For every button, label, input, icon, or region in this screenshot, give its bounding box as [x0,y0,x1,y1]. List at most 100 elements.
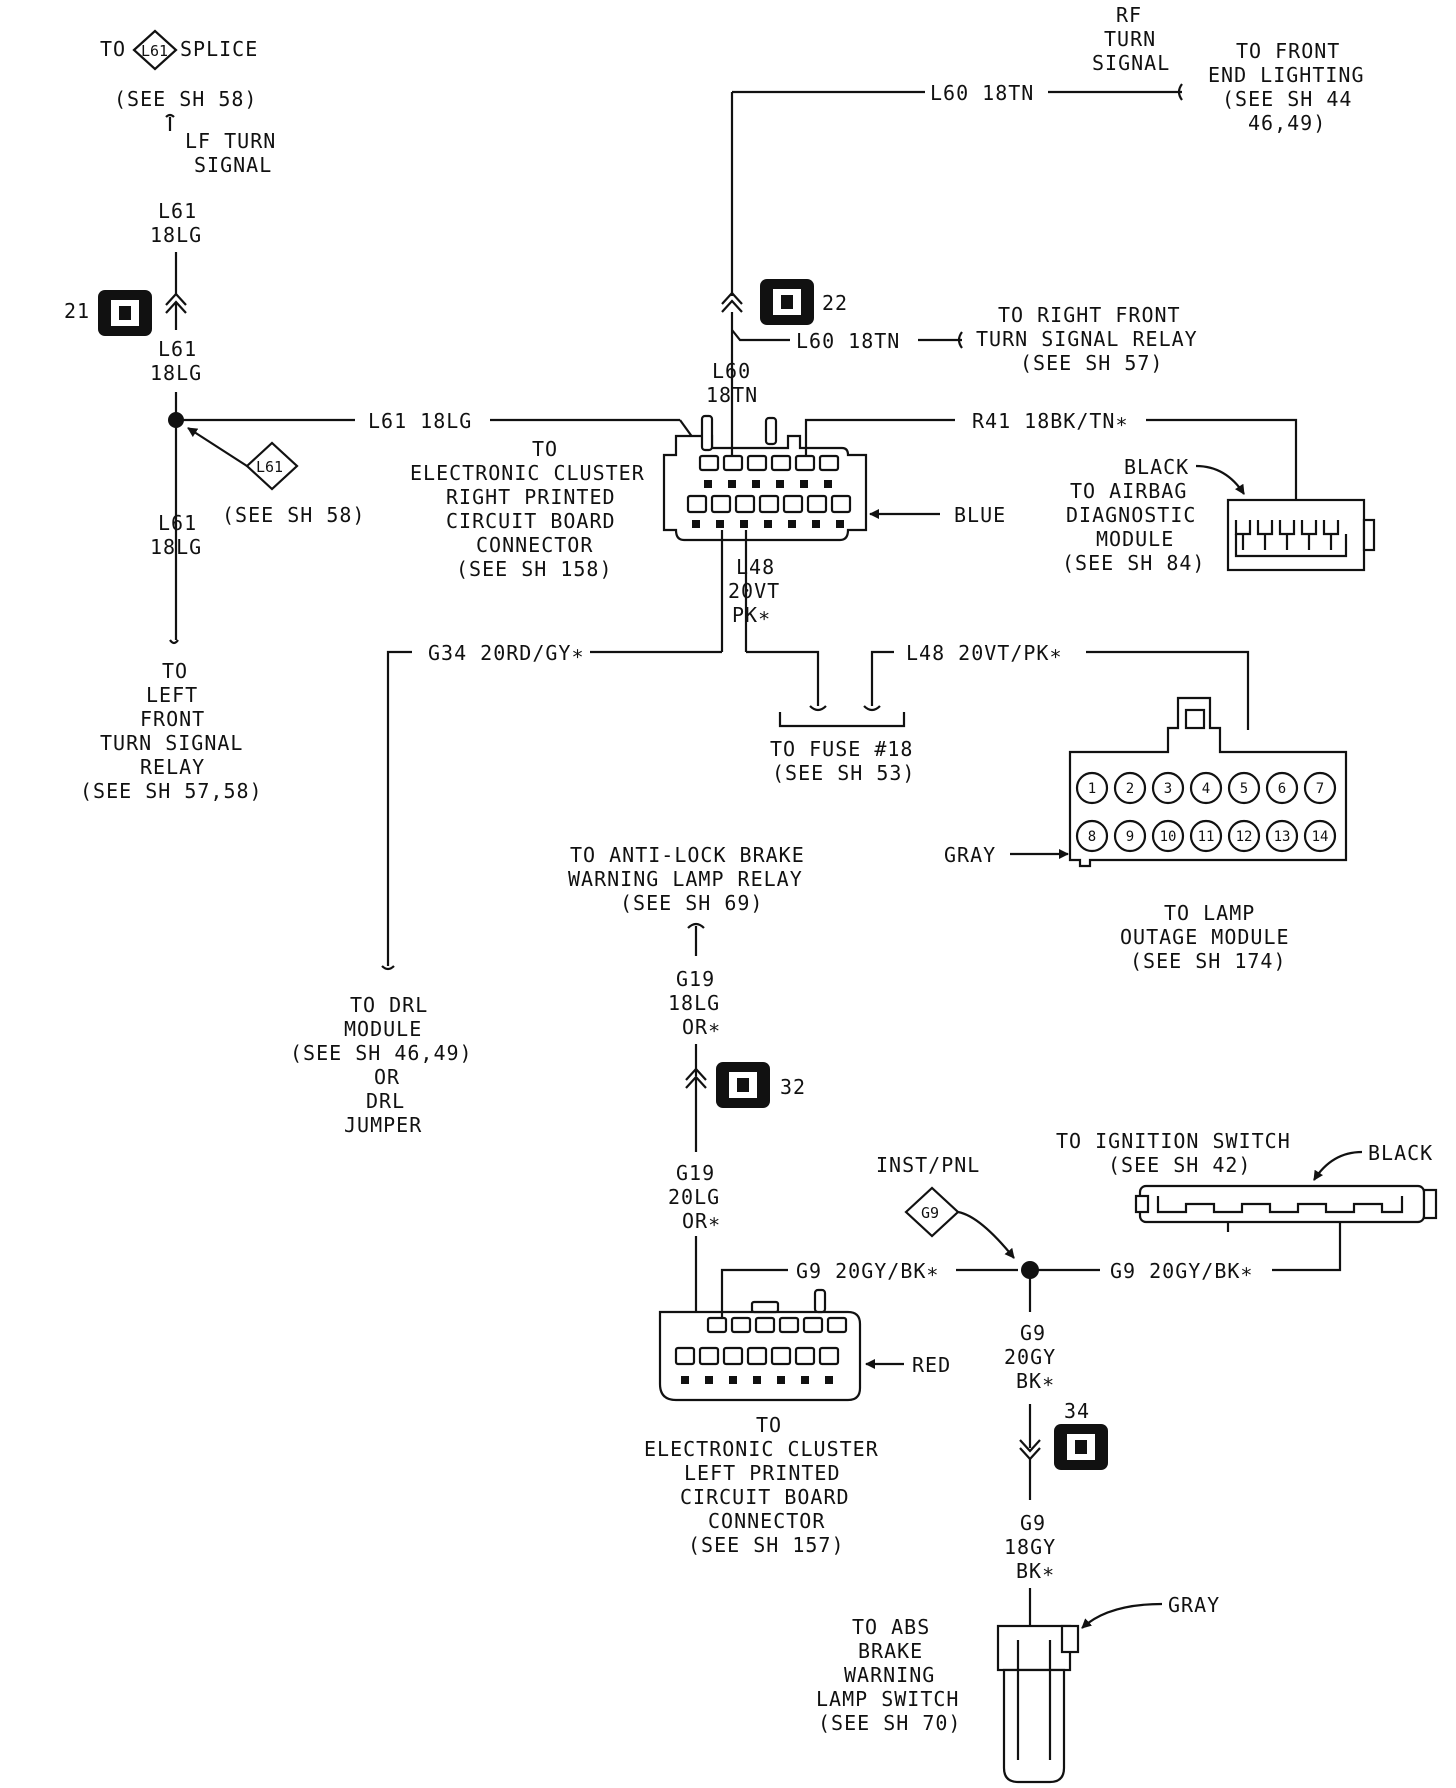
wire-l60-branch [731,329,790,342]
left-cluster-line-4: CIRCUIT BOARD [680,1485,850,1509]
front-lighting-wire-label: L60 18TN [930,81,1034,105]
lamp-pin-circle [1265,819,1299,853]
front-line-1: TO FRONT [1236,39,1340,63]
wire-l48-to-fuse-b [870,650,894,706]
abs-switch-connector-icon [996,1624,1080,1784]
left-cluster-line-1: TO [756,1413,782,1437]
relay-line-4: TURN SIGNAL [100,731,243,755]
g9-splice-diamond-label: G9 [921,1204,939,1222]
rf-relay-line-3: (SEE SH 57) [1020,351,1163,375]
airbag-line-1: BLACK [1124,455,1189,479]
left-cluster-pin-terminal [825,1376,833,1384]
right-cluster-line-1: TO [532,437,558,461]
relay-line-3: FRONT [140,707,205,731]
left-cluster-pin-terminal [729,1376,737,1384]
left-cluster-pin-terminal [801,1376,809,1384]
abs-relay-line-2: WARNING LAMP RELAY [568,867,803,891]
g9-b-label-1: G9 [1020,1511,1046,1535]
drl-line-2: MODULE [344,1017,422,1041]
abs-switch-line-4: LAMP SWITCH [816,1687,959,1711]
fuse-line-2: (SEE SH 53) [772,761,915,785]
lamp-pin-label: 2 [1126,781,1134,797]
left-cluster-top-pin [706,1316,728,1334]
left-cluster-line-2: ELECTRONIC CLUSTER [644,1437,879,1461]
g19-label-1: G19 [676,967,715,991]
right-cluster-bottom-pins [686,494,852,528]
drl-line-1: TO DRL [350,993,428,1017]
wire-l61-label: L61 18LG [368,409,472,433]
abs-switch-line-3: WARNING [844,1663,935,1687]
g34-section: G34 20RD/GY∗ TO DRL MODULE (SEE SH 46,49… [290,641,722,1137]
wire-g9-to-ignition [1272,1222,1342,1272]
wire-break-icon [165,113,175,131]
connector-32-chevron-icon [685,1067,707,1089]
lamp-pin-circle [1303,771,1337,805]
lamp-pin-label: 7 [1316,781,1324,797]
lamp-pin-circle [1151,819,1185,853]
fuse-break-icon-b [863,705,881,712]
left-cluster-bottom-pin [794,1346,816,1366]
left-cluster-top-pin [730,1316,752,1334]
abs-switch-section: GRAY TO ABS BRAKE WARNING LAMP SWITCH (S… [816,1593,1219,1784]
fuse-line-1: TO FUSE #18 [770,737,913,761]
splice-arrow [187,427,248,467]
rf-relay-line-2: TURN SIGNAL RELAY [976,327,1198,351]
right-cluster-line-2: ELECTRONIC CLUSTER [410,461,645,485]
lf-turn-signal-section: TO L61 SPLICE (SEE SH 58) LF TURN SIGNAL… [64,29,365,803]
wire-r41-to-pin [804,418,955,456]
airbag-black-arrow [1195,464,1245,495]
drl-line-3: (SEE SH 46,49) [290,1041,473,1065]
right-cluster-line-5: CONNECTOR [476,533,593,557]
wire-l48-label-2: 20VT [728,579,780,603]
l61-diamond-ref: (SEE SH 58) [222,503,365,527]
left-cluster-bottom-pin [722,1346,744,1366]
lf-turn-line-2: SIGNAL [194,153,272,177]
wire-label-top-1: L61 [158,199,197,223]
abs-switch-gray-arrow [1081,1602,1163,1629]
left-cluster-bottom-pin [698,1346,720,1366]
front-line-3: (SEE SH 44 [1222,87,1352,111]
left-cluster-top-pin [826,1316,848,1334]
wire-label-mid-2: 18LG [150,361,202,385]
r41-wire-label: R41 18BK/TN∗ [972,409,1129,433]
g9-a-label-2: 20GY [1004,1345,1056,1369]
lamp-outage-color: GRAY [944,843,996,867]
left-cluster-top-pin [802,1316,824,1334]
lamp-line-3: (SEE SH 174) [1130,949,1287,973]
lamp-pin-circle [1075,771,1109,805]
lamp-pin-circle [1113,771,1147,805]
lamp-pin-circle [1151,771,1185,805]
lamp-line-2: OUTAGE MODULE [1120,925,1290,949]
left-cluster-line-5: CONNECTOR [708,1509,825,1533]
rf-line-1: RF [1116,3,1142,27]
connector-22-section: 22 L60 18TN TO RIGHT FRONT TURN SIGNAL R… [760,279,1198,375]
connector-32-number: 32 [780,1075,806,1099]
right-cluster-section: L61 18LG L60 18TN [368,90,1005,652]
splice-ref: (SEE SH 58) [114,87,257,111]
rf-line-2: TURN [1104,27,1156,51]
l61-diamond-label: L61 [256,458,283,476]
lamp-pin-circle [1227,819,1261,853]
fuse-section: TO FUSE #18 (SEE SH 53) L48 20VT/PK∗ [746,641,1250,785]
front-lighting-break-icon [1177,83,1183,101]
drl-break-icon [381,965,395,971]
left-cluster-pin-terminal [753,1376,761,1384]
lamp-pin-label: 3 [1164,781,1172,797]
left-cluster-g9-label: G9 20GY/BK∗ [796,1259,939,1283]
rf-relay-break-icon [957,331,963,349]
lamp-pin-label: 1 [1088,781,1096,797]
wire-label-mid-1: L61 [158,337,197,361]
wire-g34-to-drl [386,650,412,966]
wire-r41-to-airbag [1146,418,1298,500]
lf-turn-line-1: LF TURN [185,129,276,153]
g9-a-label-3: BK∗ [1016,1369,1055,1393]
ignition-connector-icon [1134,1184,1438,1232]
abs-relay-line-3: (SEE SH 69) [620,891,763,915]
left-cluster-top-pin [754,1316,776,1334]
g9-b-label-3: BK∗ [1016,1559,1055,1583]
splice-word: SPLICE [180,37,258,61]
front-line-2: END LIGHTING [1208,63,1365,87]
lamp-pin-circle [1303,819,1337,853]
drl-line-6: JUMPER [344,1113,422,1137]
